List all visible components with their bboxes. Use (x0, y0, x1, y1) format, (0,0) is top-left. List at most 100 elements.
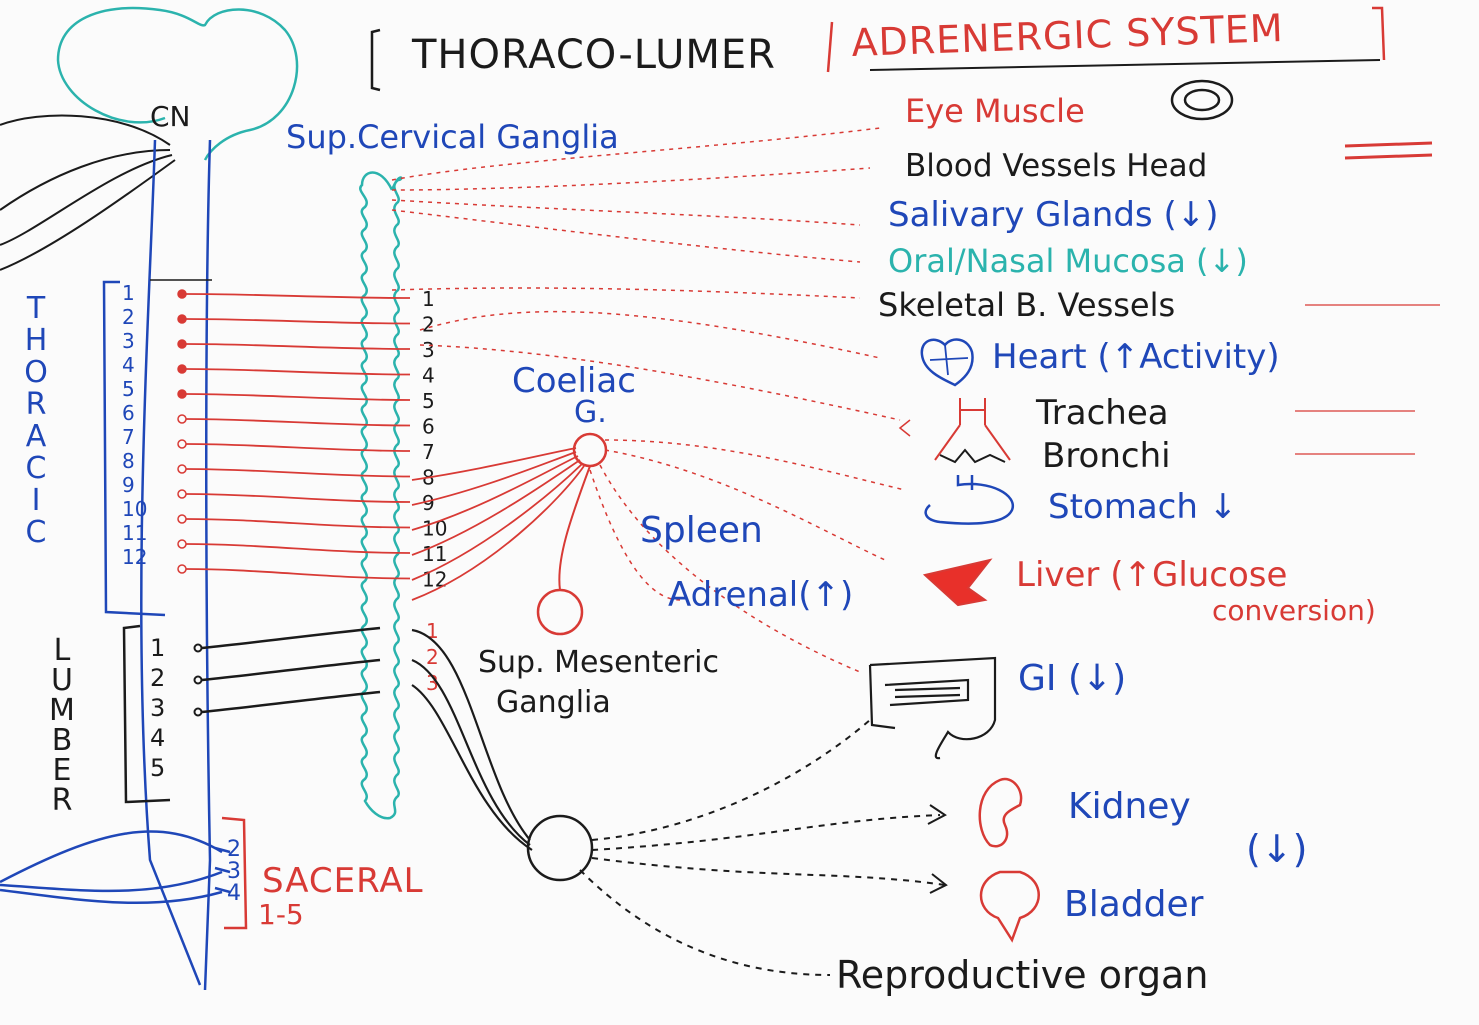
target-heart: Heart (↑Activity) (992, 337, 1280, 377)
thoracic-ventral-root-dot (178, 315, 186, 323)
target-liver-conversion: conversion) (1212, 594, 1376, 627)
thoracic-ventral-root-dot (178, 290, 186, 298)
coeliac-to-adrenal-fiber (559, 466, 590, 590)
stomach-icon (926, 475, 1013, 524)
thoracic-ventral-root-dot (178, 540, 186, 548)
lumbar-preganglionic-fibers (195, 628, 381, 716)
lumbar-spinal-number: 1 (150, 634, 165, 662)
pelvic-arrowheads (928, 805, 946, 893)
target-trachea: Trachea (1035, 393, 1169, 433)
kidney-icon (980, 779, 1021, 846)
thoracic-fiber (186, 344, 410, 349)
chain-thoracic-number: 12 (422, 568, 447, 592)
adrenal-ganglion-icon (538, 590, 582, 634)
lumbar-fiber (202, 660, 380, 680)
lumbar-spinal-number: 5 (150, 754, 165, 782)
target-salivary-glands: Salivary Glands (↓) (888, 195, 1218, 235)
target-blood-vessels-head: Blood Vessels Head (905, 148, 1207, 184)
thoracic-spinal-number: 8 (122, 449, 135, 473)
label-sup-cervical-ganglia: Sup.Cervical Ganglia (286, 118, 619, 156)
lumbar-fiber (202, 628, 380, 648)
lumbar-ventral-root-dot (195, 677, 202, 684)
chain-thoracic-number: 1 (422, 287, 435, 311)
thoracic-fiber (186, 419, 410, 426)
gi-intestine-icon (870, 658, 995, 758)
target-liver: Liver (↑Glucose (1016, 555, 1287, 595)
lumbar-spinal-number: 2 (150, 664, 165, 692)
thoracic-fiber (186, 544, 410, 553)
target-adrenal: Adrenal(↑) (668, 575, 853, 615)
label-coeliac-g: G. (574, 395, 607, 430)
thoracic-spinal-number: 7 (122, 425, 135, 449)
thoracic-ventral-root-dot (178, 515, 186, 523)
sympathetic-chain (360, 173, 401, 819)
label-sacral: SACERAL (262, 861, 424, 901)
title-group: THORACO-LUMER ADRENERGIC SYSTEM (372, 6, 1384, 90)
thoracic-spinal-number: 6 (122, 401, 135, 425)
thoracic-spinal-number: 4 (122, 353, 135, 377)
chain-thoracic-number: 4 (422, 364, 435, 388)
thoracic-ventral-root-dot (178, 440, 186, 448)
post-fibers-pelvic (580, 720, 945, 975)
heart-icon (922, 340, 973, 385)
kidney-bladder-effect: (↓) (1246, 827, 1308, 871)
thoracic-fiber (186, 494, 410, 502)
chain-thoracic-number: 5 (422, 389, 435, 413)
target-bladder: Bladder (1064, 884, 1204, 925)
thoracic-ventral-root-dot (178, 390, 186, 398)
thoracic-fiber (186, 569, 410, 579)
thoracic-spinal-number: 3 (122, 329, 135, 353)
thoracic-fiber (186, 519, 410, 528)
lumbar-fiber (202, 692, 380, 712)
chain-thoracic-number: 6 (422, 415, 435, 439)
chain-thoracic-number: 7 (422, 440, 435, 464)
thoracic-fiber (186, 369, 410, 375)
chain-thoracic-number: 2 (422, 313, 435, 337)
thoracic-spinal-number: 12 (122, 545, 147, 569)
target-gi: GI (↓) (1018, 658, 1126, 699)
title-bracket-right (1372, 8, 1384, 60)
thoracic-spinal-number: 9 (122, 473, 135, 497)
chain-thoracic-number: 3 (422, 338, 435, 362)
thoracic-fiber (186, 394, 410, 400)
post-fibers-head (392, 128, 900, 420)
thoracic-fiber (186, 319, 410, 324)
thoracic-spinal-number: 2 (122, 305, 135, 329)
target-eye-muscle: Eye Muscle (905, 92, 1085, 130)
sacral-spinal-number: 4 (227, 881, 241, 906)
brain-icon (58, 8, 297, 160)
bladder-icon (981, 872, 1039, 940)
brain-outline: CN (58, 8, 297, 160)
title-thoraco-lumer: THORACO-LUMER (411, 32, 776, 78)
title-bracket-left (372, 30, 380, 90)
lumbar-ventral-root-dot (195, 645, 202, 652)
cranial-fibers (0, 115, 175, 270)
thoracic-ventral-root-dot (178, 490, 186, 498)
chain-lumbar-number: 2 (426, 645, 439, 669)
target-spleen: Spleen (640, 510, 763, 551)
thoracic-ventral-root-dot (178, 365, 186, 373)
liver-icon (925, 560, 990, 605)
label-lumbar: LUMBER (49, 633, 75, 818)
brain-label-cn: CN (150, 100, 191, 133)
target-oral-nasal-mucosa: Oral/Nasal Mucosa (↓) (888, 242, 1248, 280)
target-stomach: Stomach ↓ (1048, 487, 1237, 527)
label-sacral-range: 1-5 (258, 898, 304, 931)
trachea-icon (935, 398, 1010, 462)
target-reproductive-organ: Reproductive organ (836, 953, 1208, 997)
sacral-outflow (0, 832, 230, 903)
blood-vessel-icon (1345, 143, 1432, 158)
label-sup-mesenteric: Sup. Mesenteric (478, 645, 719, 680)
thoracic-spinal-number: 10 (122, 497, 147, 521)
thoracic-preganglionic-fibers (178, 290, 410, 579)
thoracic-spinal-number: 5 (122, 377, 135, 401)
thoracic-ventral-root-dot (178, 465, 186, 473)
spinal-cord (141, 140, 212, 990)
thoracic-spinal-number: 1 (122, 281, 135, 305)
thoracic-ventral-root-dot (178, 565, 186, 573)
